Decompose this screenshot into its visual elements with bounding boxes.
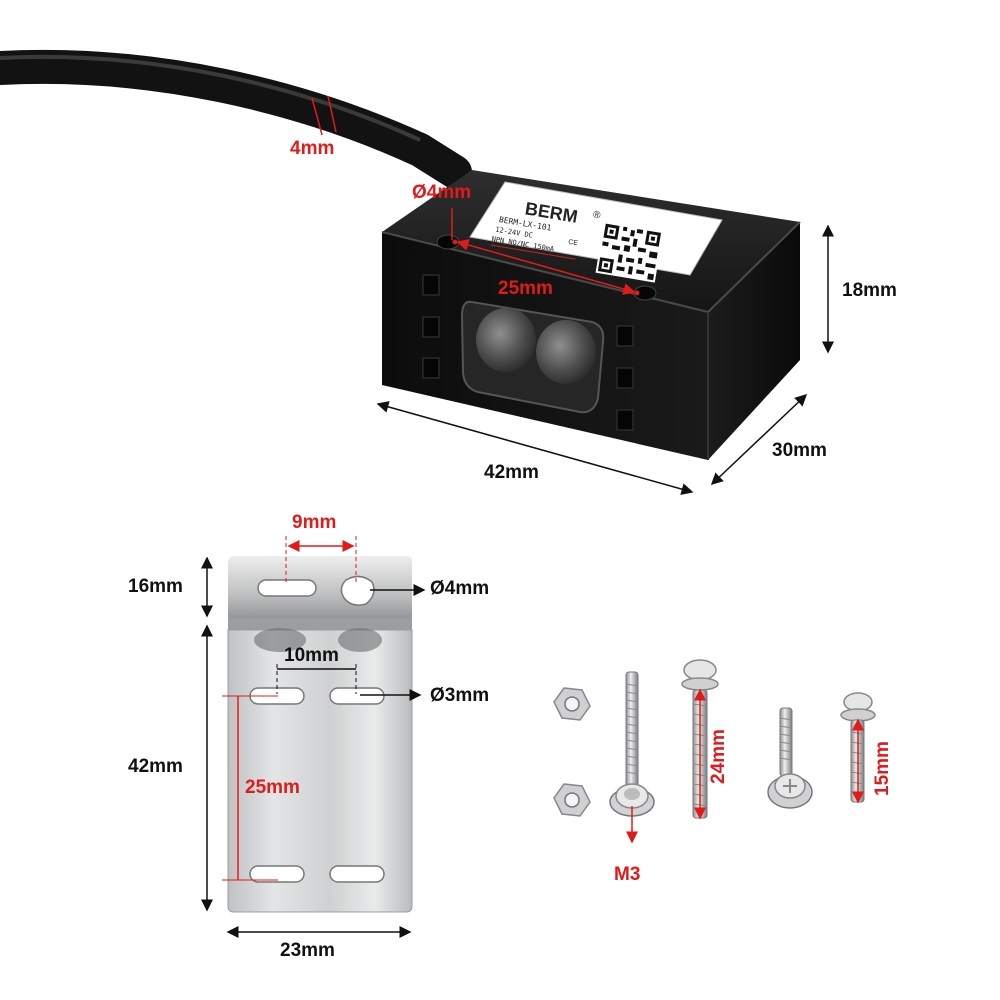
receiver-lens — [536, 320, 596, 384]
bracket-dimension-lines — [201, 536, 426, 938]
long-screw-length-label: 24mm — [708, 729, 729, 784]
cable-diameter-label: 4mm — [290, 138, 335, 159]
bracket-width-label: 23mm — [280, 940, 335, 961]
hex-nut-upper — [553, 687, 591, 721]
bracket-top-hole-label: Ø4mm — [430, 578, 490, 599]
short-screw-length-label: 15mm — [872, 741, 893, 796]
sensor-lens-window — [460, 300, 605, 414]
screw-m3 — [609, 671, 655, 817]
emitter-lens — [476, 308, 536, 372]
label-registered-mark: ® — [592, 210, 602, 222]
hole-spacing-line — [456, 239, 636, 295]
mounting-bracket — [227, 556, 413, 913]
sensor-dimension-lines — [311, 95, 834, 495]
bracket-slot-lower-left — [249, 865, 305, 883]
bracket-top-hole — [340, 575, 375, 606]
bracket-slot-upper-right — [329, 687, 385, 705]
sensor-depth-label: 30mm — [772, 440, 827, 461]
bracket-top-slot — [257, 579, 317, 597]
hex-nut-lower — [553, 783, 591, 817]
bracket-height-label: 42mm — [128, 756, 183, 777]
bracket-slot-spacing-label: 10mm — [284, 645, 339, 666]
sensor-hole-spacing-label: 25mm — [498, 278, 553, 299]
bracket-slot-hole-label: Ø3mm — [430, 685, 490, 706]
sensor-cable — [0, 49, 472, 189]
bracket-top-slot-spacing-label: 9mm — [292, 512, 337, 533]
bracket-slot-distance-label: 25mm — [245, 777, 300, 798]
cable-dim-line-b — [327, 95, 337, 133]
bracket-slot-lower-right — [329, 865, 385, 883]
screw-short — [840, 692, 876, 804]
qr-code — [595, 221, 664, 283]
sensor-height-label: 18mm — [842, 280, 897, 301]
screw-thread-label: M3 — [614, 864, 641, 885]
sensor-hole-diameter-label: Ø4mm — [412, 182, 472, 203]
sensor-width-label: 42mm — [484, 462, 539, 483]
sensor-mount-holes — [436, 234, 657, 301]
screw-long — [681, 659, 719, 820]
cable-dim-line-a — [311, 97, 323, 136]
bracket-top-height-label: 16mm — [128, 576, 183, 597]
screw-short-washer — [767, 707, 813, 809]
width-dim-line — [376, 401, 694, 495]
depth-dim-line — [710, 393, 808, 486]
